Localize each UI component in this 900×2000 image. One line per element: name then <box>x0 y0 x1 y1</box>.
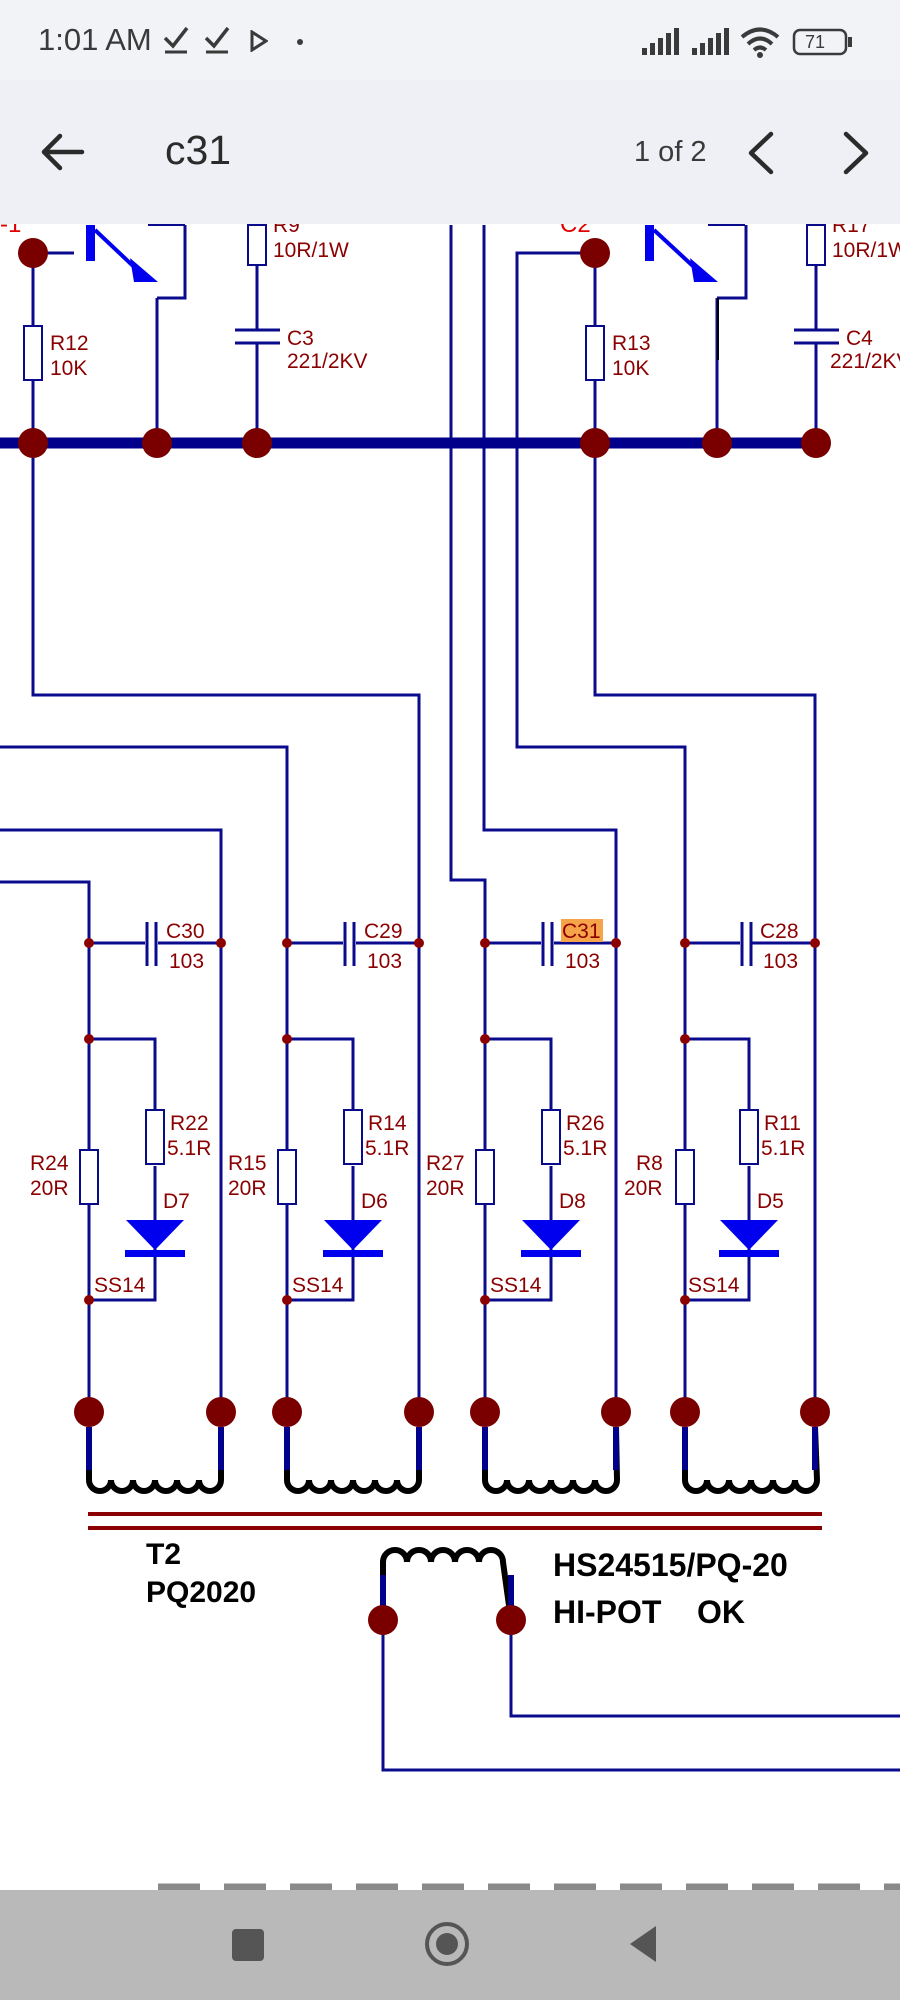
res-r15-ref[interactable]: R15 <box>228 1152 267 1175</box>
res-r22-ref[interactable]: R22 <box>170 1112 209 1135</box>
note-line3: OK <box>697 1594 745 1630</box>
primary-winding <box>380 1547 514 1621</box>
res-r8-ref[interactable]: R8 <box>636 1152 663 1175</box>
diode-d7-part: SS14 <box>94 1274 146 1297</box>
cap-c29-ref[interactable]: C29 <box>364 920 403 943</box>
diode-d6-ref[interactable]: D6 <box>361 1190 388 1213</box>
diode-d5-ref[interactable]: D5 <box>757 1190 784 1213</box>
back-arrow-icon[interactable] <box>30 120 100 190</box>
capacitor-c4[interactable]: C4 221/2KV <box>794 327 900 373</box>
transistor-q-left <box>86 224 185 282</box>
primary-wires <box>381 1620 900 1772</box>
r12-label: R12 <box>50 332 89 355</box>
r9-label: R9 <box>273 224 300 237</box>
primary-node <box>368 1605 398 1635</box>
chevron-right-icon[interactable] <box>830 120 880 186</box>
section-4 <box>675 922 820 1412</box>
res-r26-ref[interactable]: R26 <box>566 1112 605 1135</box>
res-r11-ref[interactable]: R11 <box>764 1112 801 1135</box>
resistor-r13[interactable]: R13 10K <box>585 325 651 381</box>
signal-icon <box>692 28 729 55</box>
battery-level: 71 <box>805 32 826 52</box>
transformer-ref[interactable]: T2 <box>146 1538 181 1571</box>
diode-d8-ref[interactable]: D8 <box>559 1190 586 1213</box>
res-r26-val: 5.1R <box>563 1137 607 1160</box>
cap-c31-ref[interactable]: C31 <box>562 920 601 943</box>
capacitor-c3[interactable]: C3 221/2KV <box>235 327 368 373</box>
dot-icon <box>297 39 303 45</box>
res-r8-val: 20R <box>624 1177 663 1200</box>
search-highlight <box>561 919 603 942</box>
system-nav-bar <box>0 1890 900 2000</box>
res-r24-ref[interactable]: R24 <box>30 1152 69 1175</box>
status-bar: 1:01 AM 71 <box>0 0 900 80</box>
r17-label: R17 <box>832 224 871 237</box>
cap-c31-val: 103 <box>565 950 600 973</box>
bus-nodes <box>18 238 831 458</box>
diode-d7-ref[interactable]: D7 <box>163 1190 190 1213</box>
r9-value: 10R/1W <box>273 239 349 262</box>
cap-c29-val: 103 <box>367 950 402 973</box>
res-r11-val: 5.1R <box>761 1137 805 1160</box>
check-icon <box>163 26 189 54</box>
diode-d5-part: SS14 <box>688 1274 740 1297</box>
partial-label: -1 <box>0 224 21 238</box>
r13-value: 10K <box>612 357 649 380</box>
resistor-r9[interactable]: R9 10R/1W <box>247 224 349 266</box>
res-r14-val: 5.1R <box>365 1137 409 1160</box>
transistor-q-right <box>645 224 745 360</box>
recents-square-icon[interactable] <box>230 1927 266 1963</box>
res-r15-val: 20R <box>228 1177 267 1200</box>
c3-label: C3 <box>287 327 314 350</box>
r17-value: 10R/1W <box>832 239 900 262</box>
cap-c30-ref[interactable]: C30 <box>166 920 205 943</box>
section-3 <box>475 922 621 1412</box>
res-r27-ref[interactable]: R27 <box>426 1152 465 1175</box>
search-input[interactable]: c31 <box>165 127 232 173</box>
primary-node <box>496 1605 526 1635</box>
schematic-diagram[interactable]: -1 C2 R9 10R/1W R12 10K C3 221/2KV R13 1… <box>0 224 900 1890</box>
diode-d6-part: SS14 <box>292 1274 344 1297</box>
c4-value: 221/2KV <box>830 350 900 373</box>
res-r14-ref[interactable]: R14 <box>368 1112 407 1135</box>
check-icon <box>204 26 230 54</box>
c3-value: 221/2KV <box>287 350 368 373</box>
section-1 <box>79 922 226 1412</box>
resistor-r12[interactable]: R12 10K <box>23 325 89 381</box>
cap-c28-val: 103 <box>763 950 798 973</box>
diode-d8-part: SS14 <box>490 1274 542 1297</box>
section-2 <box>277 922 424 1412</box>
battery-icon <box>792 28 852 56</box>
play-store-icon <box>250 30 268 52</box>
signal-icon <box>642 28 679 55</box>
note-line2: HI-POT <box>553 1594 662 1630</box>
match-count: 1 of 2 <box>634 136 707 168</box>
top-wires <box>0 225 818 943</box>
partial-label: C2 <box>560 224 591 238</box>
windings <box>86 1426 821 1494</box>
wifi-icon <box>740 27 780 58</box>
chevron-left-icon[interactable] <box>737 120 787 186</box>
winding-legs <box>86 1427 818 1470</box>
res-r27-val: 20R <box>426 1177 465 1200</box>
c4-label: C4 <box>846 327 873 350</box>
back-triangle-icon[interactable] <box>626 1924 660 1964</box>
note-line1: HS24515/PQ-20 <box>553 1547 788 1583</box>
transformer-core-label: PQ2020 <box>146 1576 256 1609</box>
cap-c30-val: 103 <box>169 950 204 973</box>
cap-c28-ref[interactable]: C28 <box>760 920 799 943</box>
resistor-r17[interactable]: R17 10R/1W <box>806 224 900 266</box>
r13-label: R13 <box>612 332 651 355</box>
r12-value: 10K <box>50 357 87 380</box>
status-time: 1:01 AM <box>38 22 152 57</box>
res-r24-val: 20R <box>30 1177 69 1200</box>
winding-nodes <box>74 1397 830 1427</box>
home-circle-icon[interactable] <box>423 1920 471 1968</box>
res-r22-val: 5.1R <box>167 1137 211 1160</box>
